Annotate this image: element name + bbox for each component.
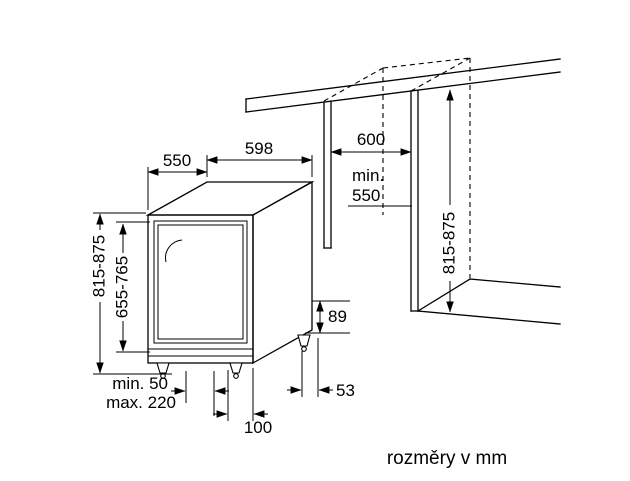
dim-rear-foot-inset: 53: [287, 338, 355, 400]
dim-plinth-range: min. 50 max. 220: [106, 371, 229, 416]
dim-door-height: 655-765: [112, 221, 150, 353]
worktop-lines: [245, 58, 561, 113]
dim-width: 598: [206, 139, 313, 177]
dim-rear-clearance: 89: [305, 300, 350, 334]
dim-label-depth: 550: [163, 151, 191, 170]
units-note: rozměry v mm: [387, 448, 507, 469]
door-panel-inner: [157, 224, 244, 340]
dim-niche-height: 815-875: [439, 89, 458, 313]
niche-left-wall: [323, 100, 332, 249]
dim-label-niche-depth-min: min.: [352, 166, 384, 185]
door-handle: [165, 239, 183, 263]
floor-lines: [417, 278, 561, 325]
dishwasher-side-face: [252, 180, 313, 365]
dim-label-plinth-depth: 100: [244, 418, 272, 437]
dim-label-rear-foot-inset: 53: [336, 381, 355, 400]
dim-label-width: 598: [245, 139, 273, 158]
dim-label-niche-height: 815-875: [439, 212, 458, 274]
dim-label-niche-depth-value: 550: [352, 186, 380, 205]
dim-label-door-height: 655-765: [112, 256, 131, 318]
dim-depth: 550: [147, 151, 208, 210]
dishwasher-outline: [145, 180, 315, 379]
dim-plinth-depth: 100: [213, 368, 272, 437]
dim-label-rear-clearance: 89: [328, 307, 347, 326]
niche-dashed-box: [323, 57, 471, 278]
dim-niche-depth: min. 550: [348, 166, 412, 207]
niche-right-wall: [410, 90, 419, 312]
adjustable-feet: [156, 334, 311, 379]
dim-label-appliance-height: 815-875: [89, 235, 108, 297]
dim-label-plinth-max: max. 220: [106, 393, 176, 412]
dishwasher-front-face: [147, 214, 254, 364]
dim-label-niche-width: 600: [357, 130, 385, 149]
dim-label-plinth-min: min. 50: [112, 374, 168, 393]
dim-niche-width: 600: [330, 130, 412, 156]
dim-appliance-height: 815-875: [89, 212, 172, 375]
door-panel: [153, 220, 248, 344]
dishwasher-top-face: [145, 181, 315, 216]
